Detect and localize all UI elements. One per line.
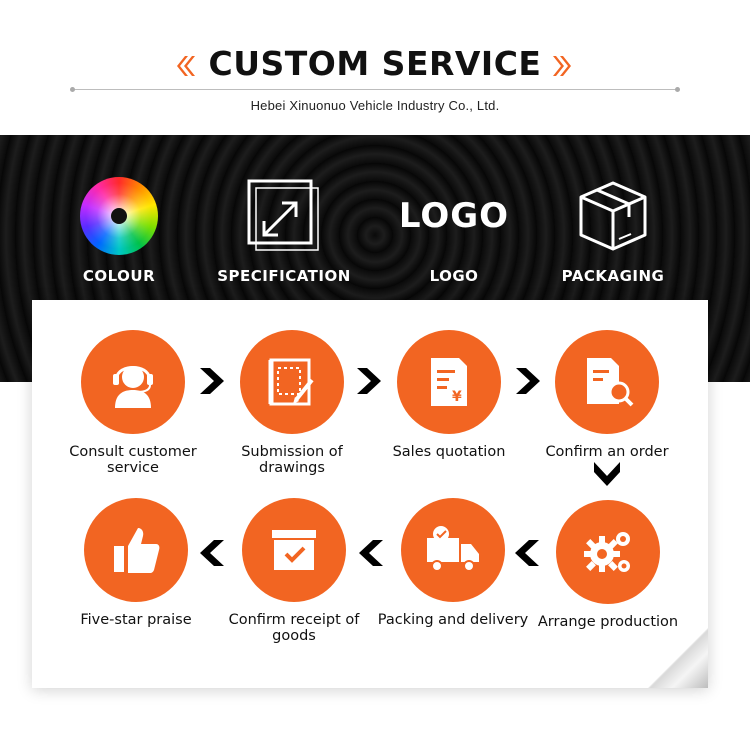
page-curl-decoration <box>648 628 708 688</box>
step-caption: Five-star praise <box>80 612 192 628</box>
step-caption: Confirm receipt of goods <box>228 612 360 644</box>
step-caption: Submission of drawings <box>241 444 343 476</box>
arrow-right-icon <box>516 368 540 394</box>
step-caption: Packing and delivery <box>377 612 529 628</box>
thumbs-up-icon <box>114 528 160 573</box>
step-five-star-praise: Five-star praise <box>51 498 221 628</box>
arrow-left-icon <box>200 540 224 566</box>
arrow-left-icon <box>515 540 539 566</box>
step-submission-of-drawings: Submission of drawings <box>207 330 377 476</box>
divider-dot <box>70 87 75 92</box>
step-caption: Confirm an order <box>545 444 669 460</box>
divider-line <box>72 89 678 90</box>
step-sales-quotation: ¥ Sales quotation <box>364 330 534 460</box>
divider-dot <box>675 87 680 92</box>
service-colour: COLOUR <box>39 175 199 285</box>
receipt-box-icon <box>272 530 316 570</box>
step-caption: Arrange production <box>537 614 679 630</box>
step-arrange-production: Arrange production <box>523 500 693 630</box>
service-specification: SPECIFICATION <box>204 175 364 285</box>
service-label: PACKAGING <box>561 267 665 285</box>
order-search-icon <box>587 358 634 407</box>
logo-text-icon: LOGO <box>398 196 510 236</box>
delivery-truck-icon <box>427 526 479 572</box>
resize-frame-icon <box>247 179 319 251</box>
box-icon <box>579 181 647 251</box>
step-packing-and-delivery: Packing and delivery <box>368 498 538 628</box>
arrow-right-icon <box>357 368 381 394</box>
service-logo: LOGO LOGO <box>374 175 534 285</box>
drawing-icon <box>268 358 314 406</box>
gears-icon <box>584 532 630 572</box>
color-wheel-icon <box>80 177 158 255</box>
process-card: Consult customer service Submission of d… <box>32 300 708 688</box>
service-packaging: PACKAGING <box>533 175 693 285</box>
svg-text:¥: ¥ <box>452 389 462 405</box>
service-label: COLOUR <box>82 267 156 285</box>
step-consult-customer-service: Consult customer service <box>48 330 218 476</box>
double-chevron-left-icon <box>177 56 195 76</box>
step-caption: Consult customer service <box>69 444 197 476</box>
header: CUSTOM SERVICE Hebei Xinuonuo Vehicle In… <box>0 0 750 135</box>
page-title: CUSTOM SERVICE <box>208 44 542 83</box>
arrow-down-icon <box>594 462 620 486</box>
double-chevron-right-icon <box>553 56 571 76</box>
step-caption: Sales quotation <box>392 444 506 460</box>
step-confirm-receipt-of-goods: Confirm receipt of goods <box>209 498 379 644</box>
step-confirm-an-order: Confirm an order <box>522 330 692 460</box>
headset-agent-icon <box>113 366 153 408</box>
arrow-right-icon <box>200 368 224 394</box>
service-label: LOGO <box>429 267 479 285</box>
arrow-left-icon <box>359 540 383 566</box>
service-label: SPECIFICATION <box>217 267 351 285</box>
quotation-icon: ¥ <box>431 358 467 406</box>
company-name: Hebei Xinuonuo Vehicle Industry Co., Ltd… <box>250 98 500 113</box>
